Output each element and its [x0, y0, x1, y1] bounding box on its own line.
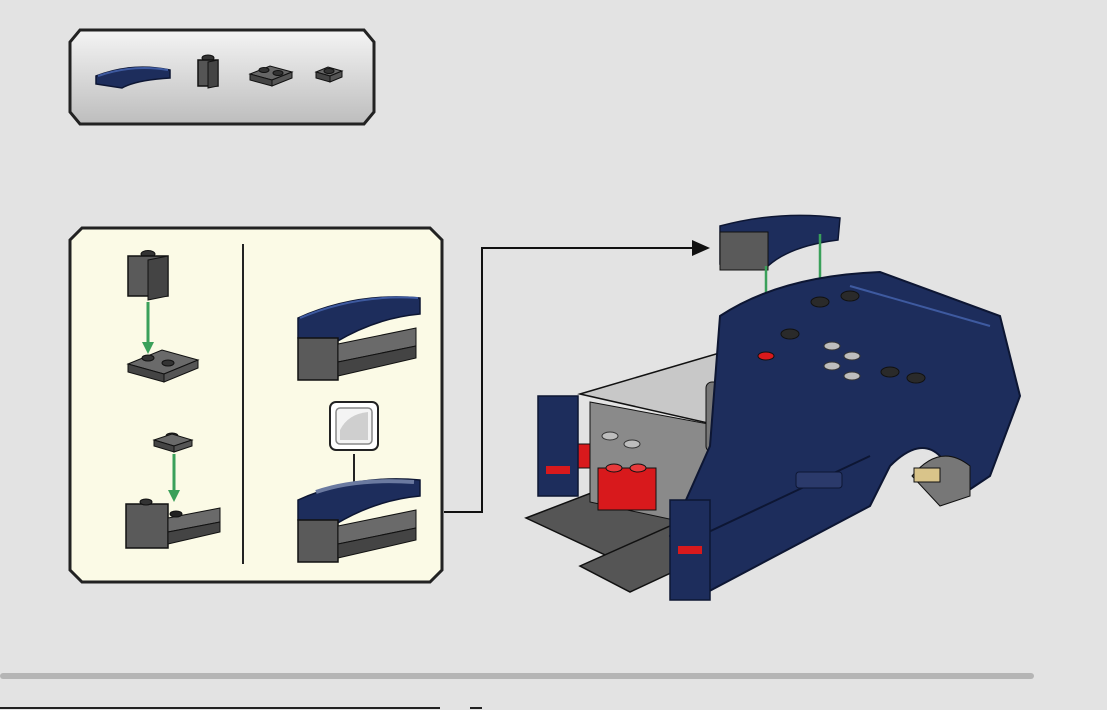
parts-list-callout: [68, 28, 376, 126]
page-bottom-line: [0, 707, 440, 709]
page-divider-bar: [0, 673, 1034, 679]
attach-plate-to-bracket: [120, 426, 230, 566]
sticker-icon: [328, 400, 384, 456]
dark-grey-plate-1x1-icon: [312, 62, 348, 86]
apply-sticker: [296, 470, 426, 570]
dark-grey-plate-1x2-icon: [246, 58, 296, 88]
page-bottom-tick: [470, 707, 482, 709]
dark-blue-curved-slope-icon: [92, 58, 172, 94]
subassembly-callout: [68, 226, 444, 584]
trans-black-brick-1x1-icon: [194, 52, 224, 92]
attach-1x1-brick-to-plate: [120, 244, 210, 384]
curved-slope-on-bracket: [296, 288, 426, 388]
main-model: [520, 206, 1030, 616]
